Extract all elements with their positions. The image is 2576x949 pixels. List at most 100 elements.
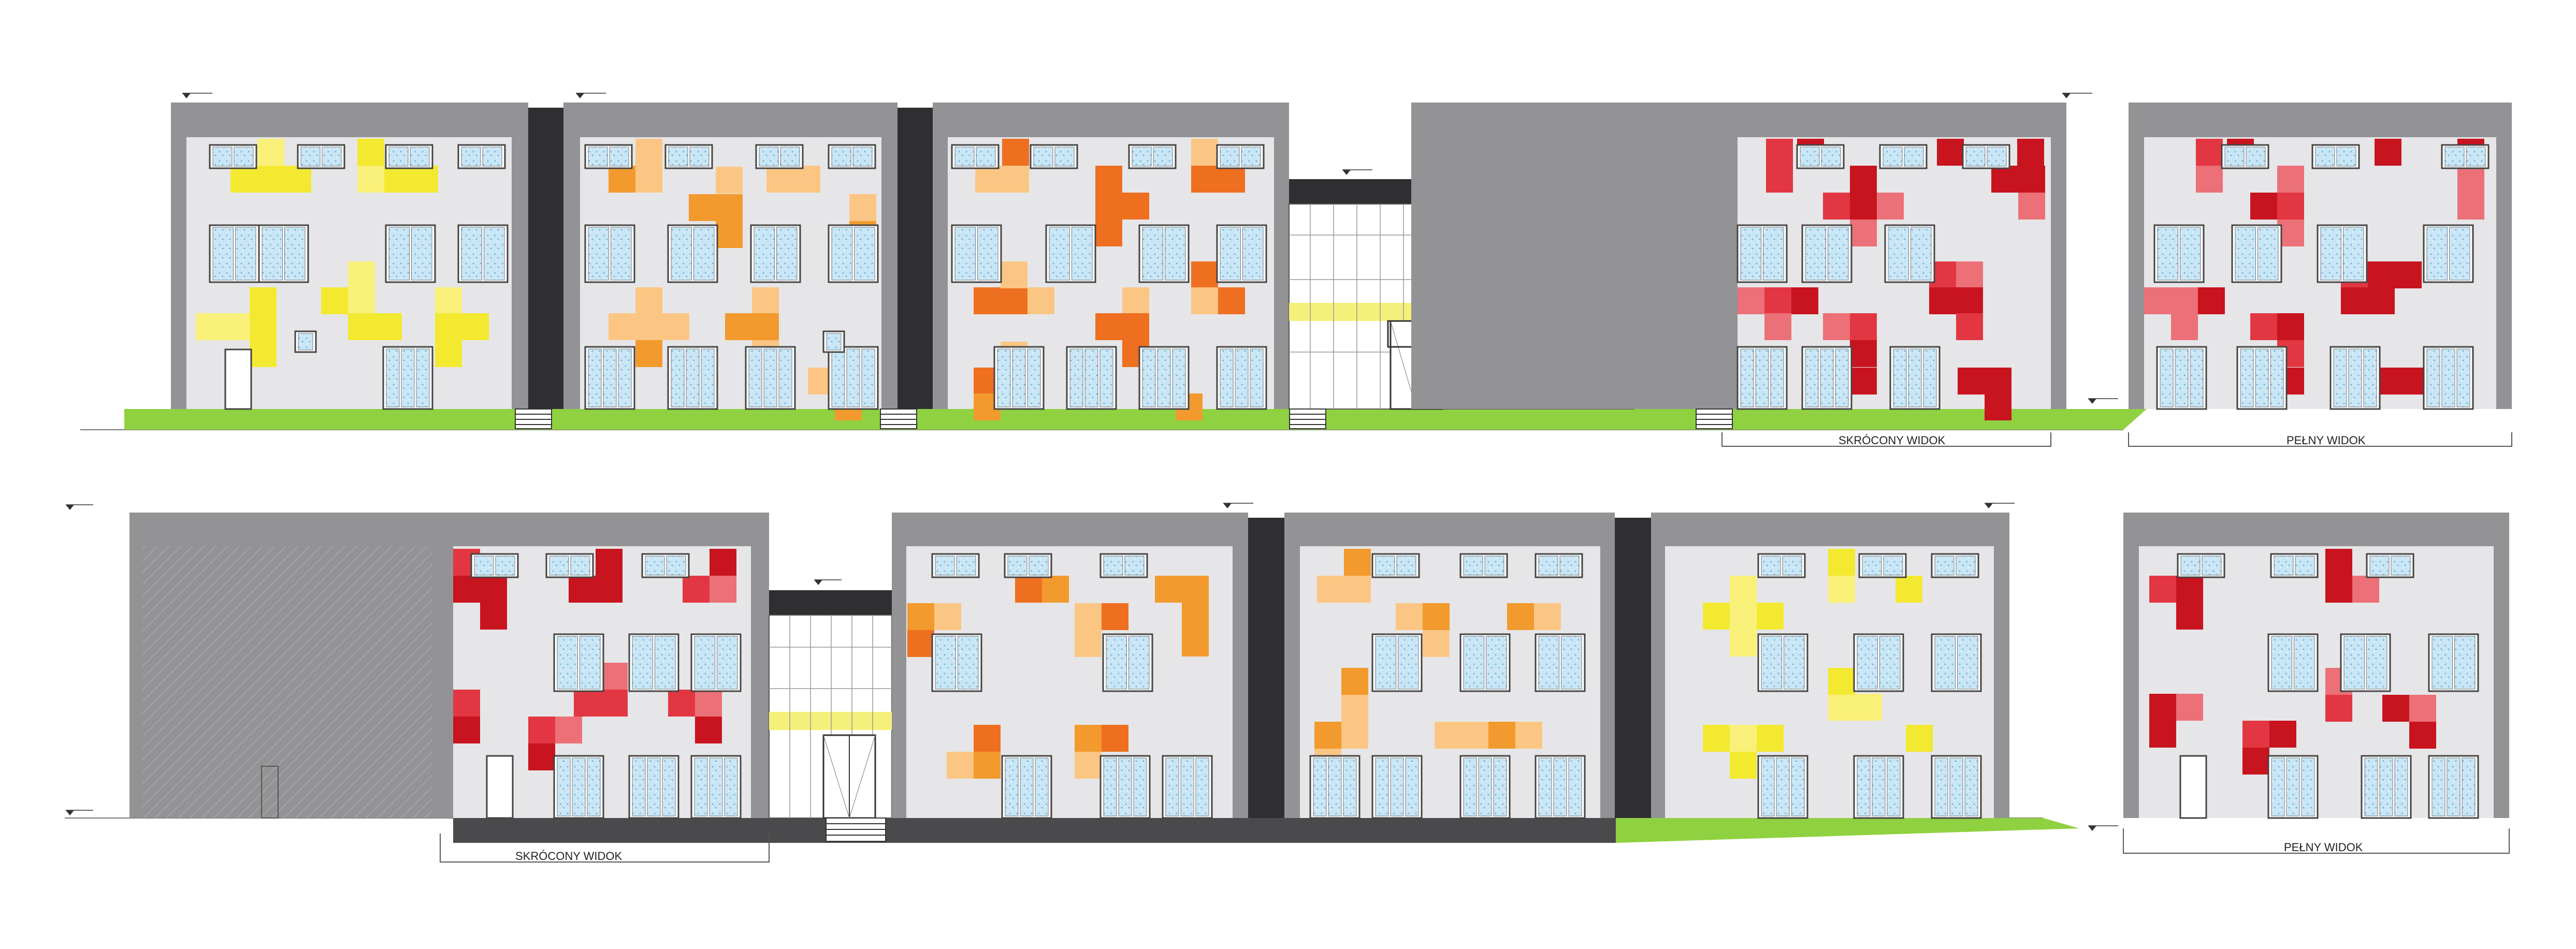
color-tiles-top (196, 139, 2484, 420)
color-tile (2176, 603, 2203, 630)
window-icon (2366, 553, 2414, 578)
window-icon (2340, 633, 2391, 692)
color-tile (2341, 287, 2368, 314)
color-tile (2382, 695, 2409, 722)
color-tile (348, 261, 375, 288)
color-tile (1730, 630, 1757, 656)
window-icon (584, 224, 635, 283)
color-tile (480, 576, 507, 603)
color-tile (1956, 287, 1983, 314)
window-icon (1889, 346, 1941, 410)
window-icon (1796, 144, 1845, 169)
window-icon (931, 633, 982, 692)
window-icon (1459, 633, 1511, 692)
color-tile (2242, 748, 2269, 775)
color-tile (2277, 166, 2304, 193)
color-tile (1766, 139, 1793, 166)
window-icon (2156, 346, 2207, 410)
window-icon (1535, 553, 1583, 578)
window-icon (1736, 224, 1788, 283)
color-tile (1423, 603, 1450, 630)
color-tile (2368, 261, 2395, 288)
connector-bottom-2 (1615, 518, 1651, 818)
color-tile (596, 576, 623, 603)
grass-strip-bottom (1616, 818, 2079, 843)
color-tile (1182, 576, 1209, 603)
color-tile (2144, 287, 2171, 314)
color-tile (1435, 722, 1461, 749)
color-tile (1991, 166, 2018, 193)
color-tile (453, 690, 480, 717)
window-icon (1535, 755, 1586, 819)
color-tile (357, 166, 384, 193)
window-icon (755, 144, 804, 169)
color-tile (1985, 368, 2011, 395)
window-icon (1128, 144, 1177, 169)
window-icon (2236, 346, 2288, 410)
color-tile (1191, 139, 1218, 166)
window-icon (1884, 224, 1935, 283)
window-icon (1757, 633, 1808, 692)
color-tile (1102, 603, 1128, 630)
color-tile (1122, 193, 1149, 220)
color-tile (1828, 576, 1855, 603)
window-icon (2428, 633, 2479, 692)
window-icon (1962, 144, 2010, 169)
window-icon (1309, 755, 1361, 819)
color-tile (689, 194, 716, 221)
color-tile (1703, 725, 1730, 752)
color-tile (1095, 193, 1122, 220)
window-icon (385, 144, 433, 169)
color-tile (1850, 220, 1877, 246)
color-tile (435, 287, 462, 314)
label-shortened-view-bottom: SKRÓCONY WIDOK (515, 850, 623, 863)
color-tile (1075, 752, 1102, 779)
color-tile (596, 549, 623, 576)
service-block-top (1411, 103, 1722, 409)
window-icon (294, 330, 317, 353)
color-tile (1218, 287, 1245, 314)
color-tile (1191, 287, 1218, 314)
color-tile (1344, 549, 1371, 576)
color-tile (2149, 694, 2176, 721)
color-tile (601, 663, 628, 690)
window-icon (2267, 755, 2319, 819)
color-tile (435, 340, 462, 367)
window-icon (2423, 224, 2474, 283)
color-tile (635, 287, 662, 314)
window-icon (1102, 633, 1153, 692)
window-icon (209, 224, 260, 283)
color-tile (668, 690, 695, 717)
color-tile (453, 576, 480, 603)
color-tile (1042, 576, 1069, 603)
color-tile (1191, 166, 1218, 193)
color-tile (2171, 313, 2198, 340)
window-icon (1001, 755, 1052, 819)
color-tile (752, 287, 779, 314)
color-tile (1001, 261, 1027, 288)
connector-top-2 (898, 108, 933, 409)
window-icon (2221, 144, 2269, 169)
color-tile (1703, 603, 1730, 630)
color-tile (1850, 368, 1877, 395)
window-icon (470, 553, 519, 578)
color-tile (716, 194, 743, 221)
color-tile (1730, 576, 1757, 603)
color-tile (1877, 193, 1904, 220)
window-icon (382, 346, 433, 410)
color-tile (1507, 603, 1534, 630)
color-tile (1001, 287, 1027, 314)
connector-top-1 (528, 108, 563, 409)
color-tile (435, 313, 462, 340)
color-tile (1828, 668, 1855, 695)
color-tile (1764, 313, 1791, 340)
window-icon (2153, 224, 2205, 283)
window-icon (457, 144, 506, 169)
color-tile (662, 313, 689, 340)
color-tile (250, 340, 277, 367)
color-tile (974, 287, 1001, 314)
window-icon (1030, 144, 1078, 169)
color-tile (348, 287, 375, 314)
color-tile (453, 717, 480, 743)
window-icon (1853, 633, 1904, 692)
